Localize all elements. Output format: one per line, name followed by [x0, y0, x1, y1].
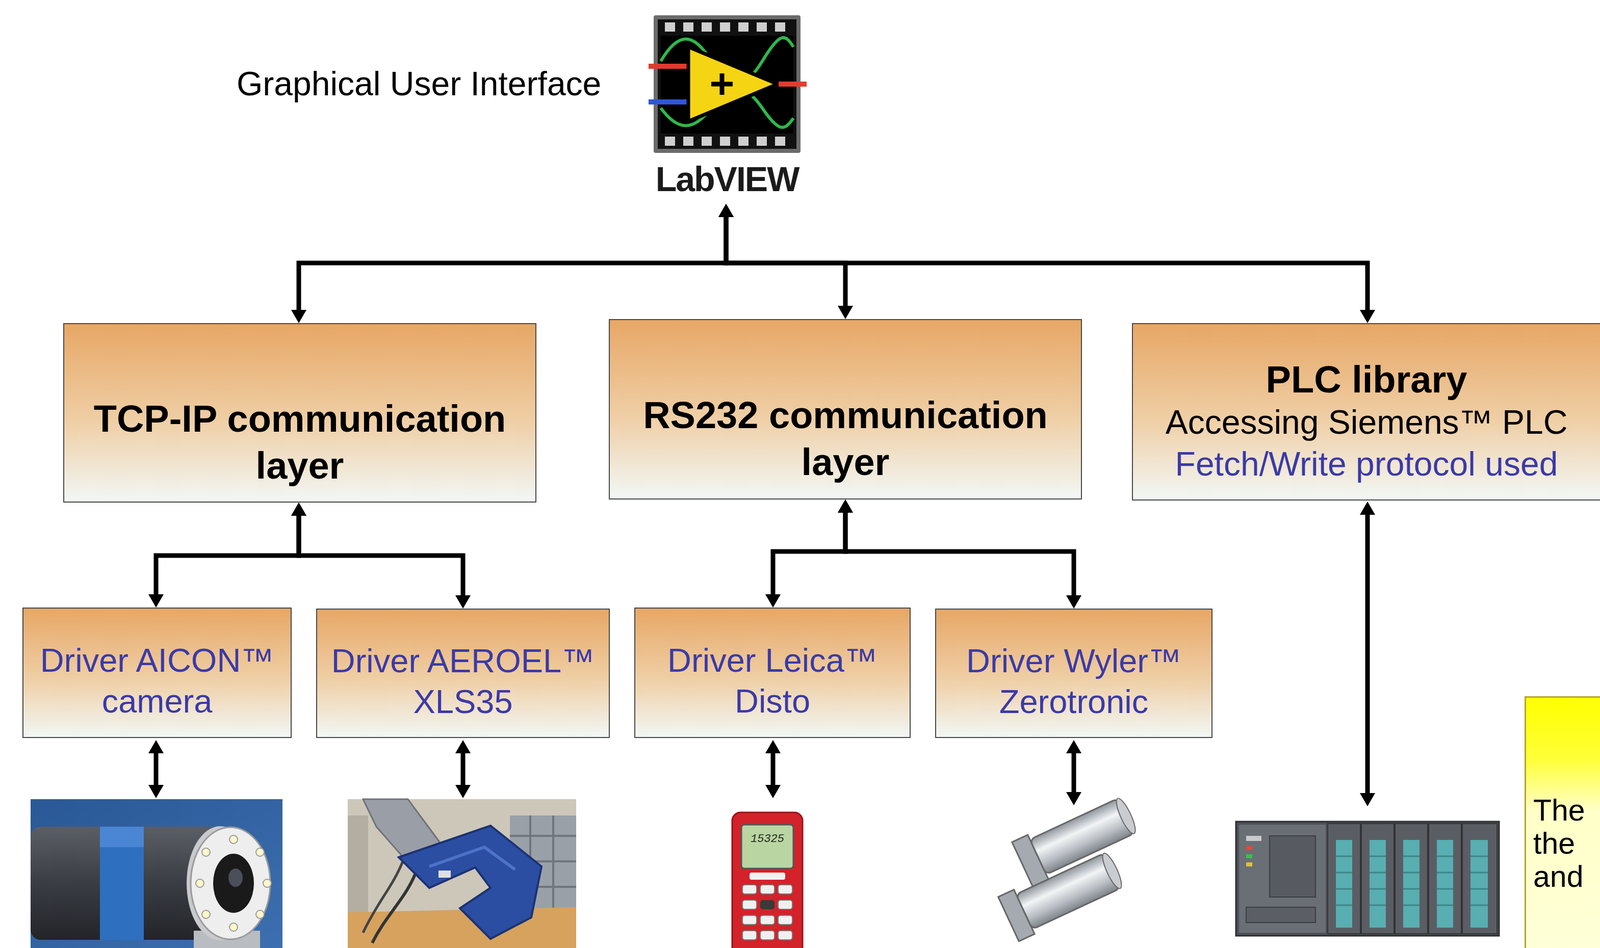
box-description: Accessing Siemens™ PLC [1165, 401, 1568, 444]
plc-photo [1235, 821, 1500, 937]
driver-name: Driver Leica™ Disto [645, 640, 900, 722]
connector-line [298, 215, 727, 313]
driver-name: Driver Wyler™ Zerotronic [946, 640, 1202, 723]
driver-box: Driver Wyler™ Zerotronic [935, 608, 1213, 739]
arrow-head [837, 499, 854, 513]
connector-line [298, 513, 463, 598]
note-box: The the and [1524, 696, 1600, 948]
protocol-note: Fetch/Write protocol used [1175, 443, 1559, 485]
arrow-head [148, 594, 164, 608]
labview-icon [648, 15, 807, 153]
connector-line [845, 510, 1074, 598]
distance-meter-photo [732, 812, 803, 948]
inclination-sensor-photo [979, 791, 1159, 942]
gui-node: Graphical User InterfaceLabVIEW [224, 10, 816, 204]
arrow-head [1066, 595, 1082, 609]
layer-box: RS232 communication layer [608, 319, 1082, 500]
library-box: PLC libraryAccessing Siemens™ PLCFetch/W… [1131, 323, 1600, 501]
logo-wordmark: LabVIEW [645, 159, 809, 199]
arrow-head [718, 203, 734, 218]
note-text: The the and [1533, 794, 1591, 894]
arrow-head [765, 594, 781, 608]
layer-box: TCP-IP communication layer [63, 323, 537, 503]
connector-arrow [837, 499, 1082, 609]
driver-box: Driver AICON™ camera [22, 607, 292, 739]
arrow-head [291, 310, 307, 324]
driver-box: Driver AEROEL™ XLS35 [316, 608, 610, 739]
label-holder: 15325 [742, 833, 793, 847]
arrow-head [291, 502, 307, 516]
camera-photo [30, 799, 283, 948]
connector-line [772, 510, 846, 597]
arrow-head [291, 502, 307, 516]
scanner-photo [347, 799, 577, 948]
driver-box: Driver Leica™ Disto [634, 607, 911, 739]
connector-arrow [718, 203, 1376, 324]
driver-name: Driver AEROEL™ XLS35 [327, 640, 599, 723]
arrow-head [455, 595, 471, 609]
connector-arrow [765, 499, 854, 608]
connector-arrow [291, 502, 471, 609]
connector-arrow [291, 203, 734, 324]
box-title: TCP-IP communication layer [84, 395, 515, 490]
connector-line [156, 513, 299, 597]
arrow-head [1359, 310, 1376, 324]
connector-line [726, 215, 1368, 313]
arrow-head [837, 305, 854, 320]
arrow-head [718, 203, 734, 218]
device-link-arrows [148, 501, 1376, 807]
display-readout: 15325 [750, 833, 785, 846]
arrow-head [718, 203, 734, 218]
box-title: PLC library [1266, 358, 1468, 402]
box-title: RS232 communication layer [630, 392, 1061, 486]
arrow-head [837, 499, 854, 513]
connector-arrow [148, 502, 307, 608]
caption-text: Graphical User Interface [236, 64, 602, 103]
driver-name: Driver AICON™ camera [33, 640, 281, 722]
